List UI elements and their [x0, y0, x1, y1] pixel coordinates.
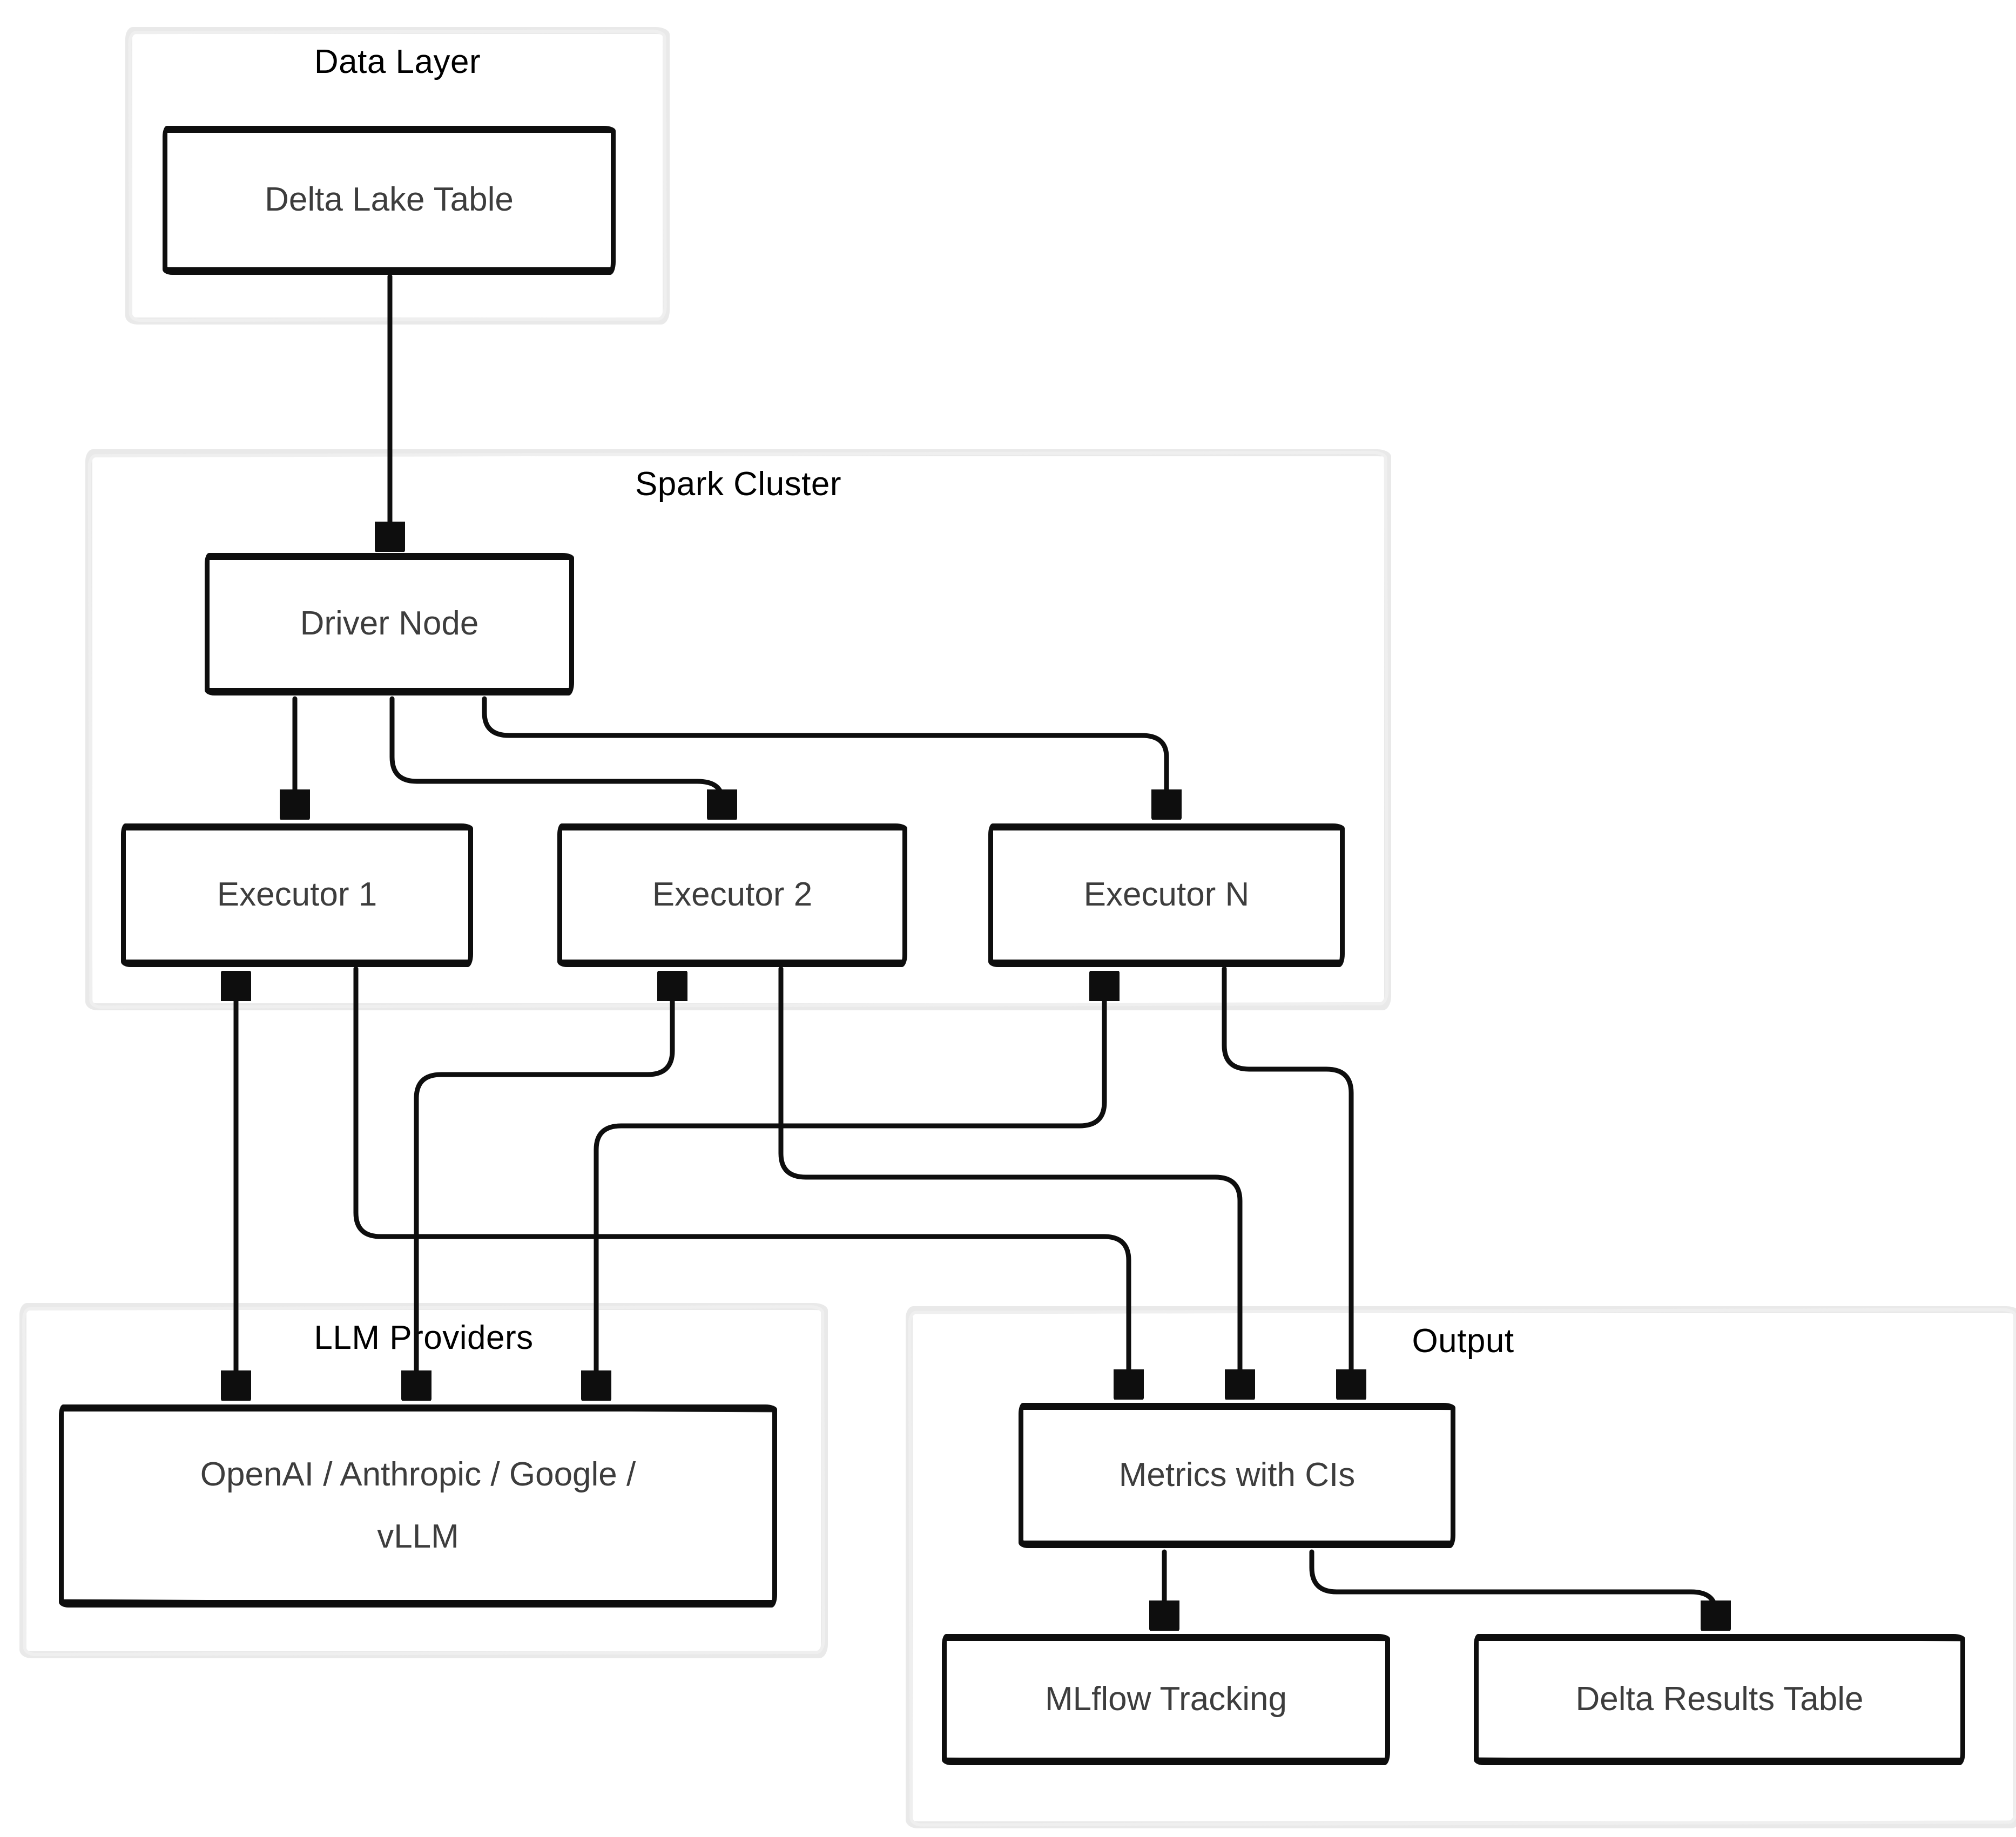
node-delta-lake-table-label: Delta Lake Table: [265, 181, 514, 219]
node-metrics-with-cis-label: Metrics with CIs: [1118, 1456, 1356, 1494]
node-executor-2: Executor 2: [557, 823, 907, 967]
node-executor-n: Executor N: [988, 823, 1345, 967]
group-data-layer-label: Data Layer: [314, 43, 481, 80]
group-data-layer: Data Layer: [125, 27, 670, 325]
node-executor-n-label: Executor N: [1083, 876, 1250, 914]
group-output-label: Output: [1412, 1322, 1514, 1360]
node-delta-results-table-label: Delta Results Table: [1575, 1680, 1864, 1718]
node-delta-results-table: Delta Results Table: [1474, 1634, 1965, 1765]
group-llm-providers-label: LLM Providers: [314, 1319, 534, 1356]
group-spark-cluster-label: Spark Cluster: [635, 465, 842, 503]
node-driver-node-label: Driver Node: [300, 605, 479, 643]
node-llm-providers-box-label: OpenAI / Anthropic / Google / vLLM: [200, 1455, 636, 1555]
node-executor-2-label: Executor 2: [652, 876, 813, 914]
node-mlflow-tracking-label: MLflow Tracking: [1045, 1680, 1287, 1718]
node-metrics-with-cis: Metrics with CIs: [1019, 1403, 1455, 1548]
node-delta-lake-table: Delta Lake Table: [163, 126, 616, 275]
node-executor-1-label: Executor 1: [217, 876, 377, 914]
node-mlflow-tracking: MLflow Tracking: [942, 1634, 1390, 1765]
node-driver-node: Driver Node: [205, 553, 574, 695]
node-llm-providers-box: OpenAI / Anthropic / Google / vLLM: [59, 1404, 777, 1608]
node-executor-1: Executor 1: [121, 823, 473, 967]
